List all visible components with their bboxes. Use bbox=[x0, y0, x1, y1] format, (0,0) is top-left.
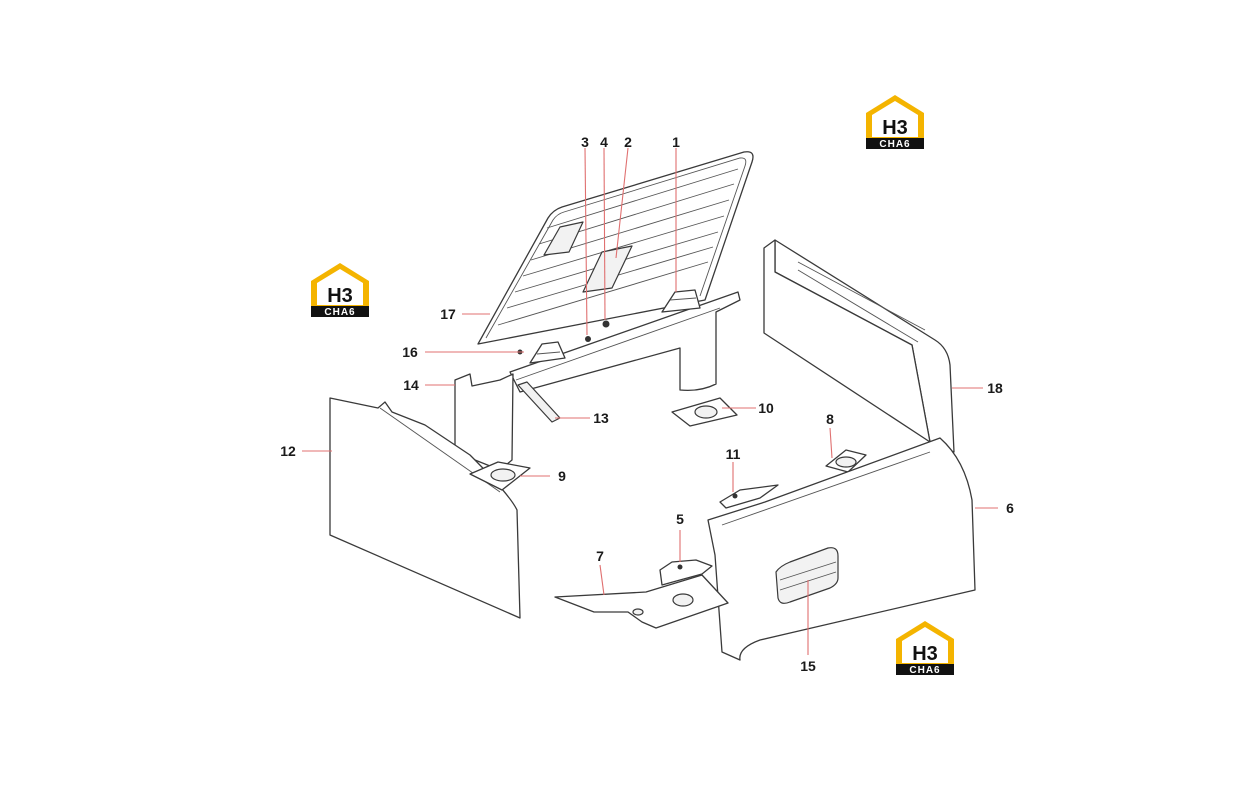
part-7-floor-plate bbox=[554, 574, 729, 629]
callout-12: 12 bbox=[280, 443, 296, 459]
logo-2-bar-text: CHA6 bbox=[324, 307, 355, 318]
part-8-bracket bbox=[825, 449, 867, 473]
leader-7 bbox=[599, 564, 605, 596]
part-16-hinge bbox=[529, 341, 566, 364]
callout-7: 7 bbox=[596, 548, 604, 564]
part-1-hinge bbox=[661, 289, 701, 313]
part-11-bracket bbox=[719, 484, 779, 509]
part-9-bracket bbox=[469, 461, 531, 491]
logo-2-letters: H3 bbox=[327, 285, 353, 307]
callout-4: 4 bbox=[600, 134, 608, 150]
part-15-grille bbox=[775, 547, 839, 604]
callout-18: 18 bbox=[987, 380, 1003, 396]
leader-3 bbox=[584, 147, 588, 336]
callout-1: 1 bbox=[672, 134, 680, 150]
callout-10: 10 bbox=[758, 400, 774, 416]
part-5-bracket bbox=[659, 559, 713, 586]
callout-11: 11 bbox=[726, 446, 741, 462]
logo-3-bar-text: CHA6 bbox=[909, 665, 940, 676]
callout-5: 5 bbox=[676, 511, 684, 527]
callout-3: 3 bbox=[581, 134, 589, 150]
brand-logo-1: H3 CHA6 bbox=[866, 95, 924, 150]
callout-14: 14 bbox=[403, 377, 419, 393]
leader-8 bbox=[829, 427, 833, 459]
part-18-side-wall bbox=[763, 239, 955, 453]
callout-8: 8 bbox=[826, 411, 834, 427]
callout-2: 2 bbox=[624, 134, 632, 150]
logo-3-letters: H3 bbox=[912, 643, 938, 665]
leader-lines bbox=[302, 147, 998, 655]
leader-4 bbox=[603, 147, 606, 321]
leader-2 bbox=[615, 147, 629, 259]
part-13-strip bbox=[517, 381, 561, 423]
brand-logo-2: H3 CHA6 bbox=[311, 263, 369, 318]
callout-16: 16 bbox=[402, 344, 418, 360]
logo-1-letters: H3 bbox=[882, 117, 908, 139]
logo-1-bar-text: CHA6 bbox=[879, 139, 910, 150]
part-10-plate bbox=[671, 397, 738, 427]
brand-logo-3: H3 CHA6 bbox=[896, 621, 954, 676]
callout-9: 9 bbox=[558, 468, 566, 484]
callout-17: 17 bbox=[440, 306, 456, 322]
callout-13: 13 bbox=[593, 410, 609, 426]
callout-15: 15 bbox=[800, 658, 816, 674]
callout-labels: 1 2 3 4 5 6 7 8 9 10 11 12 13 14 15 16 1… bbox=[280, 134, 1014, 674]
part-6-front-panel bbox=[707, 437, 976, 661]
callout-6: 6 bbox=[1006, 500, 1014, 516]
part-rear-cross-member bbox=[509, 291, 741, 393]
